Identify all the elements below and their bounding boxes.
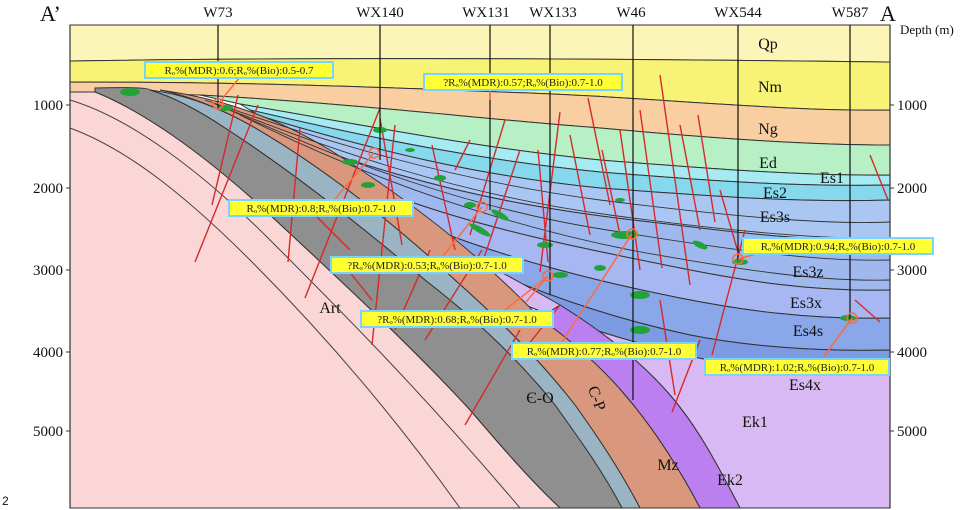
profile-end-label: A (880, 1, 896, 26)
oil-accumulations (120, 88, 856, 334)
depth-ticks-right: 1000 2000 3000 4000 5000 (890, 98, 927, 440)
unit-label-es3x: Es3x (790, 295, 822, 312)
fault-line (619, 129, 641, 271)
depth-tick-right: 2000 (897, 181, 927, 197)
fault-line (601, 149, 621, 236)
fault-line (719, 189, 739, 253)
depth-tick-left: 1000 (33, 98, 63, 114)
fault-line (569, 134, 591, 236)
well-name-wx133: WX133 (529, 5, 577, 21)
fault-line (587, 97, 611, 206)
unit-label-es3z: Es3z (792, 264, 823, 281)
unit-label-eo: Є-O (526, 390, 553, 407)
fault-line (211, 94, 239, 206)
unit-label-es2: Es2 (763, 185, 787, 202)
well-name-wx140: WX140 (356, 5, 404, 21)
fault-line (454, 139, 471, 171)
well-names: W73 WX140 WX131 WX133 W46 WX544 W587 (203, 5, 868, 21)
layer-art (69, 91, 562, 509)
sample-markers (212, 98, 858, 324)
fault-line (679, 124, 701, 231)
depth-tick-left: 3000 (33, 263, 63, 279)
unit-label-ek2: Ek2 (717, 472, 743, 489)
depth-tick-left: 5000 (33, 424, 63, 440)
fault-line (464, 329, 521, 426)
well-name-wx131: WX131 (462, 5, 510, 21)
unit-label-art: Art (319, 300, 341, 317)
depth-ticks-left: 1000 2000 3000 4000 5000 (33, 98, 70, 440)
fault-line (639, 109, 663, 269)
fault-line (287, 127, 301, 263)
profile-start-label: A’ (40, 1, 61, 26)
depth-tick-left: 2000 (33, 181, 63, 197)
depth-tick-right: 5000 (897, 424, 927, 440)
well-name-w587: W587 (832, 5, 869, 21)
well-name-wx544: WX544 (714, 5, 762, 21)
unit-label-ed: Ed (759, 155, 777, 172)
unit-label-nm: Nm (758, 79, 783, 96)
depth-tick-right: 1000 (897, 98, 927, 114)
fault-line (854, 299, 881, 323)
layers (69, 24, 891, 509)
fault-line (379, 117, 403, 246)
depth-tick-right: 3000 (897, 263, 927, 279)
annotations: Rₒ%(MDR):0.6;Rₒ%(Bio):0.5-0.7 ?Rₒ%(MDR):… (144, 61, 934, 376)
unit-label-ek1: Ek1 (742, 414, 768, 431)
unit-label-ng: Ng (758, 121, 778, 138)
annotation-wx131: ?Rₒ%(MDR):0.57;Rₒ%(Bio):0.7-1.0 (443, 77, 603, 89)
annotation-wx131-deep: ?Rₒ%(MDR):0.53;Rₒ%(Bio):0.7-1.0 (347, 260, 507, 272)
depth-tick-right: 4000 (897, 345, 927, 361)
annotation-wx544: Rₒ%(MDR):0.94;Rₒ%(Bio):0.7-1.0 (761, 241, 916, 253)
fault-line (711, 229, 746, 356)
depth-tick-left: 4000 (33, 345, 63, 361)
fault-line (479, 149, 521, 271)
well-name-w46: W46 (616, 5, 646, 21)
unit-label-es4x: Es4x (789, 377, 821, 394)
unit-label-es4s: Es4s (793, 323, 823, 340)
annotation-w587: Rₒ%(MDR):1.02;Rₒ%(Bio):0.7-1.0 (720, 362, 875, 374)
annotation-w73: Rₒ%(MDR):0.6;Rₒ%(Bio):0.5-0.7 (164, 65, 314, 77)
annotation-wx140: Rₒ%(MDR):0.8;Rₒ%(Bio):0.7-1.0 (246, 203, 396, 215)
unit-label-es3s: Es3s (760, 209, 790, 226)
depth-axis-title: Depth (m) (900, 22, 954, 37)
unit-label-es1: Es1 (820, 170, 844, 187)
annotation-wx133: ?Rₒ%(MDR):0.68;Rₒ%(Bio):0.7-1.0 (377, 314, 537, 326)
fault-line (869, 154, 889, 201)
fault-line (371, 124, 396, 346)
well-name-w73: W73 (203, 5, 232, 21)
unit-label-mz: Mz (657, 457, 678, 474)
unit-labels: Qp Nm Ng Ed Es1 Es2 Es3s Es3z Es3x Es4s … (319, 36, 844, 489)
leader-lines (217, 76, 853, 363)
fault-line (431, 144, 456, 251)
fault-line (194, 104, 259, 263)
fault-line (659, 74, 691, 286)
unit-label-qp: Qp (758, 36, 778, 53)
annotation-w46: Rₒ%(MDR):0.77;Rₒ%(Bio):0.7-1.0 (527, 346, 682, 358)
figure-number: 2 (2, 494, 9, 508)
fault-line (697, 114, 716, 223)
